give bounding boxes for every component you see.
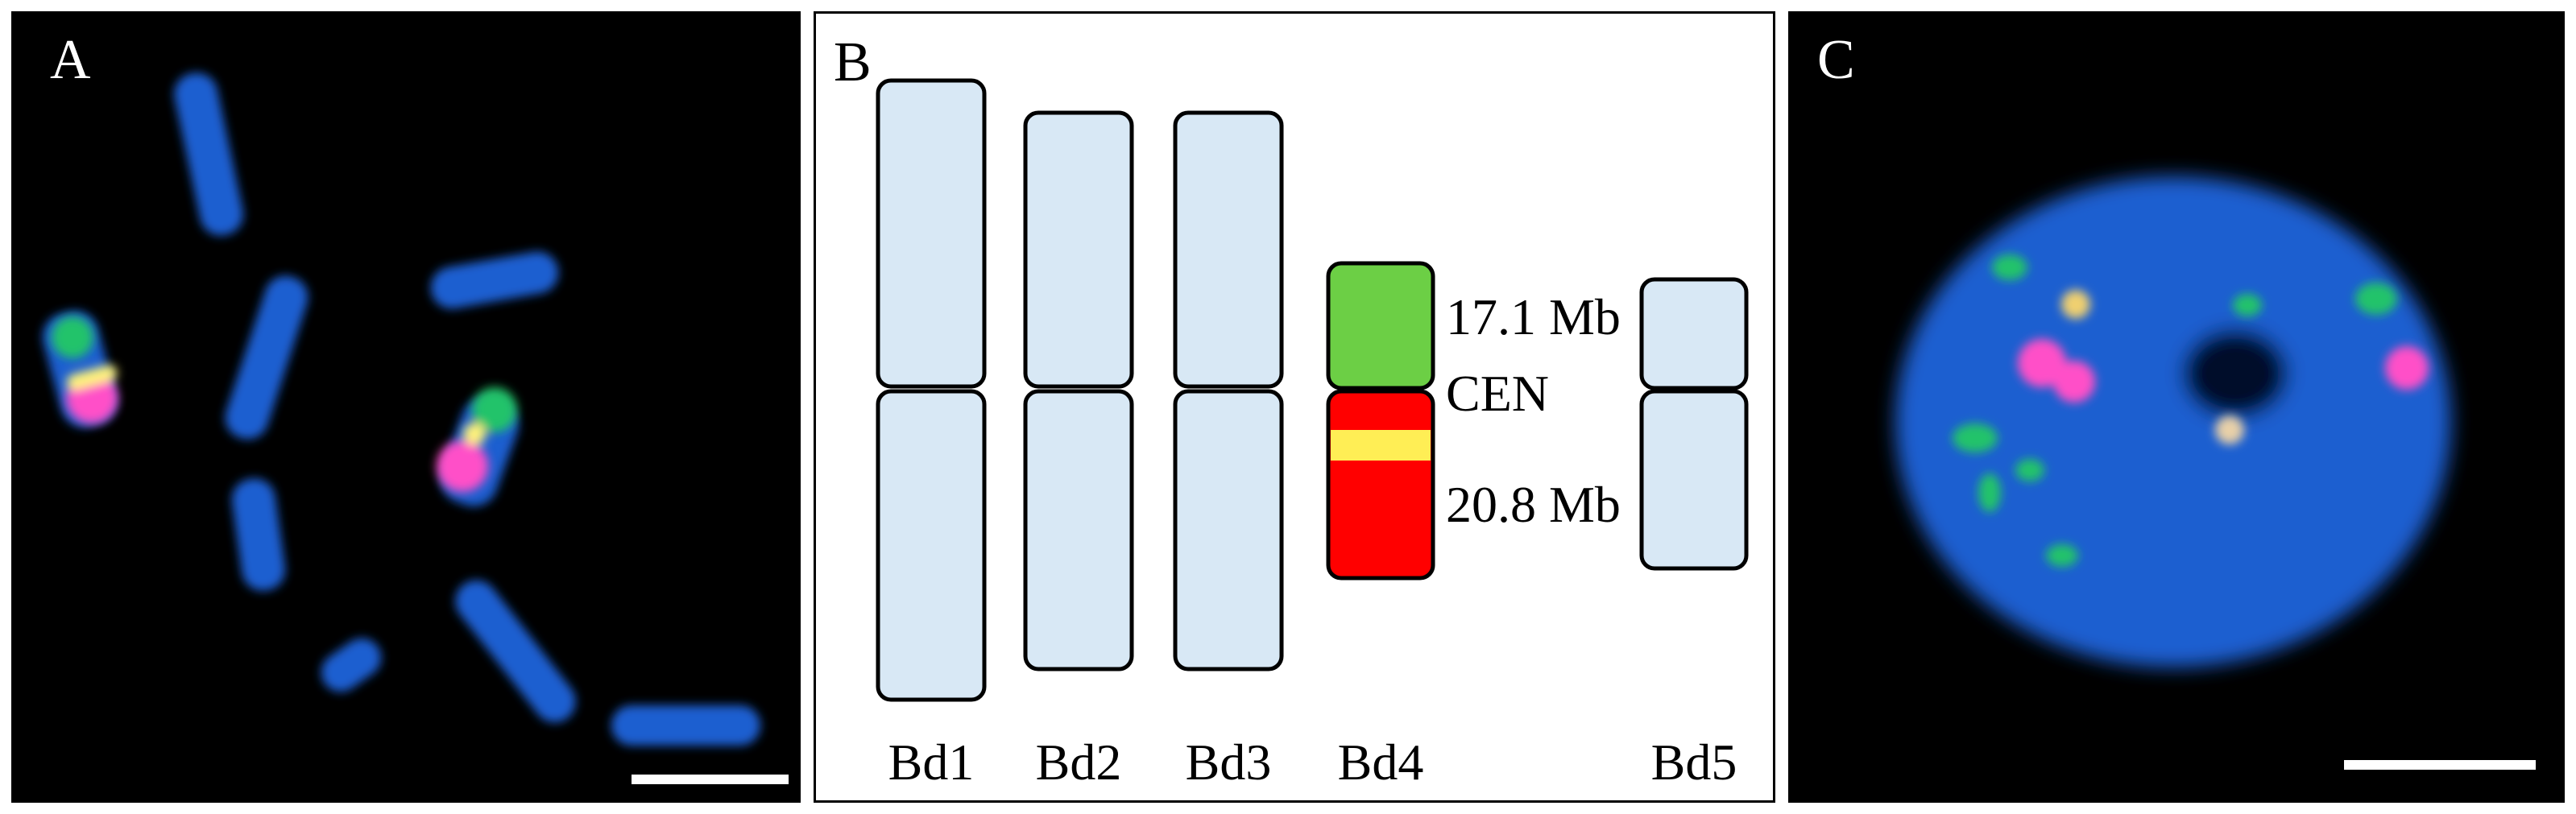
chromosome-2 <box>225 275 309 440</box>
chromosome-bd1 <box>876 78 987 702</box>
bd2-long-arm <box>1023 389 1134 671</box>
chromosome-bd2 <box>1023 110 1134 671</box>
bd1-short-arm <box>876 78 987 389</box>
chromosome-bd5 <box>1639 277 1749 571</box>
bd1-long-arm <box>876 389 987 702</box>
scale-bar-a <box>632 775 789 784</box>
annotation-short-arm: 17.1 Mb <box>1446 288 1621 345</box>
probe-green-3 <box>1992 254 2027 280</box>
chromosome-bd3 <box>1173 110 1284 671</box>
probe-yellow-3 <box>2061 290 2090 319</box>
probe-green-7 <box>2015 459 2044 481</box>
ideogram <box>876 78 1749 702</box>
bd4-long-arm-probe <box>1326 389 1435 581</box>
chromosome-6 <box>455 580 576 723</box>
probe-magenta-2 <box>437 440 488 492</box>
probe-green-4 <box>2233 294 2262 316</box>
bd3-short-arm <box>1173 110 1284 389</box>
label-bd2: Bd2 <box>1035 733 1122 791</box>
probe-magenta-5 <box>2385 346 2429 390</box>
bd2-short-arm <box>1023 110 1134 389</box>
bd4-short-arm-probe <box>1326 261 1435 390</box>
probe-yellow-1 <box>66 365 118 390</box>
label-bd4: Bd4 <box>1337 733 1424 791</box>
chromosome-3 <box>430 251 559 309</box>
chromosome-7 <box>611 705 760 746</box>
annotation-long-arm: 20.8 Mb <box>1446 476 1621 533</box>
probe-green-2 <box>472 387 517 432</box>
probe-magenta-4 <box>2053 361 2095 403</box>
panel-letter-b: B <box>834 31 872 93</box>
chromosome-4 <box>231 478 286 591</box>
bd4-yellow-band <box>1331 430 1431 461</box>
bd3-long-arm <box>1173 389 1284 671</box>
scale-bar-c <box>2344 760 2536 770</box>
chromosome-bd4 <box>1326 261 1435 581</box>
probe-green-9 <box>2046 544 2078 567</box>
annotation-centromere: CEN <box>1446 365 1549 422</box>
probe-green-5 <box>2355 283 2397 315</box>
probe-magenta-3 <box>2018 339 2066 387</box>
chromosome-5 <box>321 638 382 692</box>
label-bd1: Bd1 <box>888 733 975 791</box>
probe-green-6 <box>1953 424 1998 452</box>
probe-yellow-2 <box>463 423 486 445</box>
nucleus-image <box>1895 176 2451 667</box>
nucleolus <box>2183 329 2288 418</box>
panel-a-metaphase: A <box>11 11 801 803</box>
metaphase-image <box>43 72 760 746</box>
panel-letter-c: C <box>1817 29 1855 91</box>
probe-green-1 <box>52 316 93 358</box>
probe-green-8 <box>1978 473 2001 512</box>
panel-letter-a: A <box>50 29 91 91</box>
panel-b-ideogram: B 17.1 Mb CEN 20.8 Mb Bd1 Bd2 Bd3 Bd4 Bd… <box>814 11 1775 803</box>
label-bd3: Bd3 <box>1185 733 1272 791</box>
chromosome-1 <box>174 72 243 236</box>
label-bd5: Bd5 <box>1650 733 1737 791</box>
bd5-long-arm <box>1639 389 1749 571</box>
panel-c-interphase: C <box>1788 11 2565 803</box>
bd5-short-arm <box>1639 277 1749 390</box>
nucleus <box>1895 176 2451 667</box>
probe-yellow-4 <box>2215 415 2244 444</box>
